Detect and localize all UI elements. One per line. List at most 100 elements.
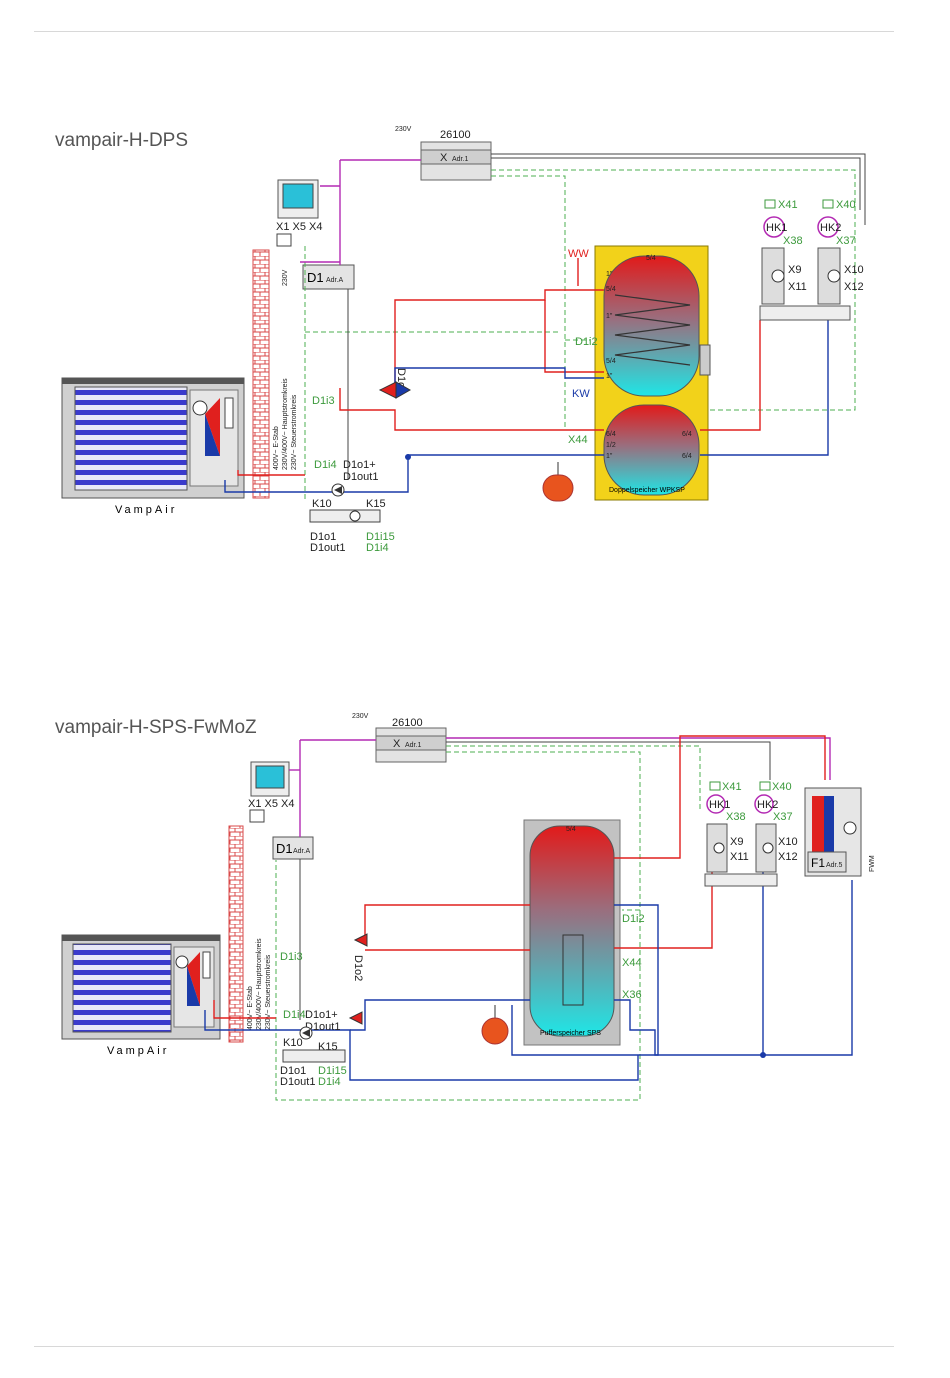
- label-d1i4: D1i4: [314, 459, 337, 471]
- label-d1out1b-2: D1out1: [280, 1076, 315, 1088]
- fwm-label: FWM: [869, 855, 876, 872]
- top-rule: [34, 31, 894, 32]
- expansion-vessel-2: [481, 1005, 509, 1045]
- supply-line-estab: 400V~ E-Stab: [273, 426, 280, 470]
- module-addr-2: Adr.1: [405, 742, 421, 749]
- kw-label: KW: [572, 388, 590, 400]
- pump-group-heatpump: [309, 483, 381, 523]
- buffer-tank: Pufferspeicher SPS 5/4: [523, 819, 621, 1046]
- heat-pump-2: VampAir: [61, 934, 221, 1057]
- label-x10-2: X10: [778, 836, 798, 848]
- label-d1o1plus: D1o1+: [343, 459, 376, 471]
- tank-conn-1c: 1": [606, 373, 613, 380]
- controller-ports-2: X1 X5 X4: [248, 798, 294, 810]
- tank-label-2: Pufferspeicher SPS: [540, 1030, 601, 1037]
- d1-addr: Adr.A: [326, 277, 343, 284]
- label-x37: X37: [836, 235, 856, 247]
- supply-line-estab-2: 400V~ E-Stab: [247, 986, 254, 1030]
- tank-conn-64a: 6/4: [606, 431, 616, 438]
- label-hk1: HK1: [766, 222, 787, 234]
- tank-conn-1a: 1": [606, 271, 613, 278]
- tank-conn-12: 1/2: [606, 442, 616, 449]
- label-x44-2: X44: [622, 957, 642, 969]
- heatpump-brand-2: VampAir: [107, 1045, 169, 1057]
- module-x-label: X: [440, 152, 448, 164]
- bottom-rule: [34, 1346, 894, 1347]
- label-k15: K15: [366, 498, 386, 510]
- mixing-valve: [378, 381, 412, 399]
- label-d1i4-2: D1i4: [283, 1009, 306, 1021]
- d1-controller: D1 Adr.A: [302, 264, 355, 290]
- heating-circuit-2-2: X40 HK2 X37 X10 X12: [754, 781, 798, 873]
- cold-pipes: [224, 320, 829, 493]
- f1-addr: Adr.5: [826, 862, 842, 869]
- expansion-vessel: [542, 462, 574, 502]
- label-x36-2: X36: [622, 989, 642, 1001]
- label-d1i4b: D1i4: [366, 542, 389, 554]
- label-d1o1plus-2: D1o1+: [305, 1009, 338, 1021]
- cold-pipes-2: [204, 872, 853, 1081]
- tank-label: Doppelspeicher WPKSP: [609, 487, 685, 494]
- label-x11-2: X11: [730, 851, 749, 863]
- pump-group-heatpump-2: [282, 933, 368, 1063]
- module-26100-2: 26100 X Adr.1 230V: [352, 713, 447, 763]
- supply-lines-2: 400V~ E-Stab 230V/400V~ Hauptstromkreis …: [247, 938, 272, 1030]
- label-d1i2-2: D1i2: [622, 913, 645, 925]
- module-26100: 26100 X Adr.1 230V: [395, 126, 492, 181]
- label-d1o2-2: D1o2: [352, 955, 364, 981]
- d1-label-2: D1: [276, 841, 293, 856]
- hot-pipes: [237, 258, 761, 476]
- label-k10-2: K10: [283, 1037, 303, 1049]
- module-voltage: 230V: [395, 126, 412, 133]
- d1-addr-2: Adr.A: [293, 848, 310, 855]
- module-number: 26100: [440, 129, 471, 141]
- tank-top-connector-2: 5/4: [566, 826, 576, 833]
- label-x9: X9: [788, 264, 801, 276]
- signal-lines-2: [289, 737, 831, 837]
- label-d1out1b: D1out1: [310, 542, 345, 554]
- label-d1i3-2: D1i3: [280, 951, 303, 963]
- label-hk1-2: HK1: [709, 799, 730, 811]
- label-hk2-2: HK2: [757, 799, 778, 811]
- label-x10: X10: [844, 264, 864, 276]
- tank-conn-1b: 1": [606, 313, 613, 320]
- label-x40: X40: [836, 199, 856, 211]
- d1-controller-2: D1 Adr.A: [272, 836, 314, 860]
- fresh-water-module: F1 Adr.5 FWM: [804, 787, 876, 877]
- label-x40-2: X40: [772, 781, 792, 793]
- d1-label: D1: [307, 270, 324, 285]
- tank-top-connector: 5/4: [646, 255, 656, 262]
- tank-conn-1d: 1": [606, 453, 613, 460]
- ww-label: WW: [568, 248, 589, 260]
- module-addr: Adr.1: [452, 156, 468, 163]
- label-d1i15: D1i15: [366, 531, 395, 543]
- tank-conn-54b: 5/4: [606, 358, 616, 365]
- label-x38-2: X38: [726, 811, 746, 823]
- label-x41-2: X41: [722, 781, 742, 793]
- label-hk2: HK2: [820, 222, 841, 234]
- module-number-2: 26100: [392, 717, 423, 729]
- wall-2: [228, 825, 244, 1043]
- diagram-1-title: vampair-H-DPS: [55, 130, 189, 151]
- controller-voltage: 230V: [282, 269, 289, 286]
- label-x44: X44: [568, 434, 588, 446]
- wall: [252, 249, 270, 499]
- touch-controller-2: X1 X5 X4: [248, 761, 294, 823]
- module-x-label-2: X: [393, 738, 401, 750]
- label-d1i15-2: D1i15: [318, 1065, 347, 1077]
- storage-tank: Doppelspeicher WPKSP 5/4 1" 5/4 1" 5/4 1…: [594, 245, 711, 501]
- heating-circuit-1: X41 HK1 X38 X9 X11: [761, 199, 807, 305]
- hot-pipes-2: [213, 735, 826, 1019]
- touch-controller: X1 X5 X4 230V: [276, 179, 322, 286]
- label-x12-2: X12: [778, 851, 798, 863]
- label-x41: X41: [778, 199, 798, 211]
- heat-pump: VampAir: [61, 377, 245, 516]
- supply-line-steuer: 230V~ Steuerstromkreis: [291, 394, 298, 470]
- control-lines-2: [275, 745, 701, 1101]
- diagram-2-title: vampair-H-SPS-FwMoZ: [55, 717, 257, 738]
- label-d1out1-2: D1out1: [305, 1021, 340, 1033]
- label-d1o1: D1o1: [310, 531, 336, 543]
- diagram-2-schematic: 26100 X Adr.1 230V X1 X5 X4 D1 Adr.A 400…: [61, 713, 876, 1101]
- label-d1i2: D1i2: [575, 336, 598, 348]
- label-d1i4b-2: D1i4: [318, 1076, 341, 1088]
